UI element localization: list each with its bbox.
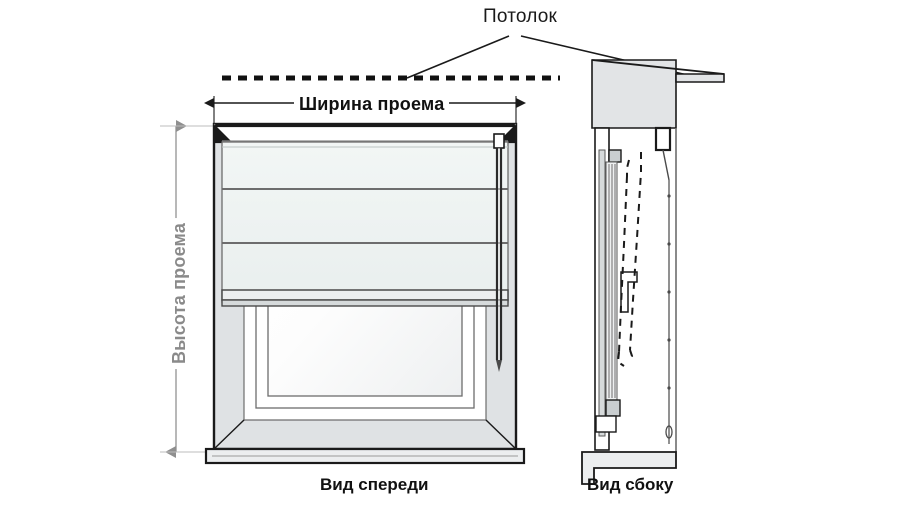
- control-chain-front[interactable]: [493, 133, 505, 372]
- blind-fabric: [221, 141, 509, 303]
- motion-path-dashed-side: [616, 152, 642, 367]
- blind-bottom-rail: [221, 289, 509, 307]
- blind-profile-side: [595, 149, 622, 433]
- window-sill-side: [581, 451, 677, 485]
- front-view-caption: Вид спереди: [320, 475, 429, 494]
- side-view-caption: Вид сбоку: [587, 475, 674, 494]
- blind-headrail: [214, 124, 516, 144]
- control-chain-side[interactable]: [665, 180, 673, 444]
- blind-mid-bracket-side: [620, 271, 638, 313]
- window-sill-front: [204, 447, 526, 465]
- front-view-group: [204, 122, 526, 465]
- side-view-group: [581, 59, 725, 485]
- opening-height-label: Высота проема: [169, 217, 191, 370]
- blind-front: [214, 124, 516, 372]
- ceiling-slab-side: [591, 59, 725, 129]
- mounting-bracket-side[interactable]: [654, 126, 672, 181]
- opening-width-label: Ширина проема: [294, 94, 450, 115]
- ceiling-label: Потолок: [483, 6, 558, 27]
